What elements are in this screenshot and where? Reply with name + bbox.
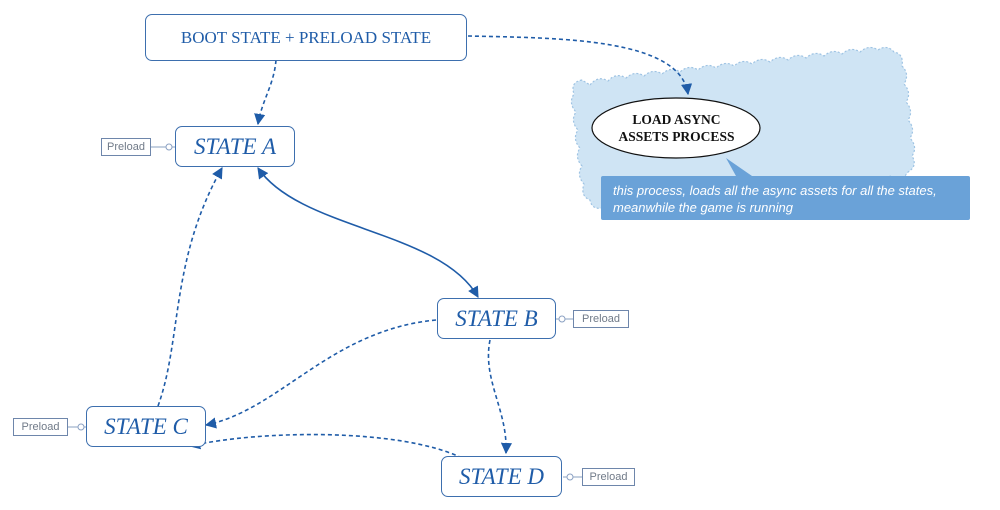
async-process-ellipse xyxy=(591,97,761,159)
preload-dot-c xyxy=(77,423,85,431)
edge-state-d-to-state-c xyxy=(188,433,463,459)
async-process-title-line-2: ASSETS PROCESS xyxy=(618,129,735,144)
state-b-node[interactable]: STATE B xyxy=(437,298,556,339)
state-c-node[interactable]: STATE C xyxy=(86,406,206,447)
state-d-node[interactable]: STATE D xyxy=(441,456,562,497)
edge-boot-to-async xyxy=(467,35,693,96)
preload-tag-state-a: Preload xyxy=(101,138,151,156)
async-process-title: LOAD ASYNC ASSETS PROCESS xyxy=(593,100,760,156)
async-process-title-line-1: LOAD ASYNC xyxy=(632,112,721,127)
preload-tag-state-b: Preload xyxy=(573,310,629,328)
boot-preload-state-node[interactable]: BOOT STATE + PRELOAD STATE xyxy=(145,14,467,61)
preload-dot-b xyxy=(558,315,566,323)
edge-state-c-to-state-a xyxy=(157,167,223,407)
state-a-node[interactable]: STATE A xyxy=(175,126,295,167)
preload-dot-a xyxy=(165,143,173,151)
edge-state-a-state-b xyxy=(257,167,479,298)
preload-tag-state-c: Preload xyxy=(13,418,68,436)
async-process-note: this process, loads all the async assets… xyxy=(613,183,937,215)
edge-state-b-to-state-c xyxy=(204,319,437,429)
note-pointer xyxy=(726,158,752,176)
note-box xyxy=(601,176,970,220)
preload-dot-d xyxy=(566,473,574,481)
edge-boot-to-state-a xyxy=(254,59,277,126)
preload-tag-state-d: Preload xyxy=(582,468,635,486)
edge-state-b-to-state-d xyxy=(487,339,513,455)
